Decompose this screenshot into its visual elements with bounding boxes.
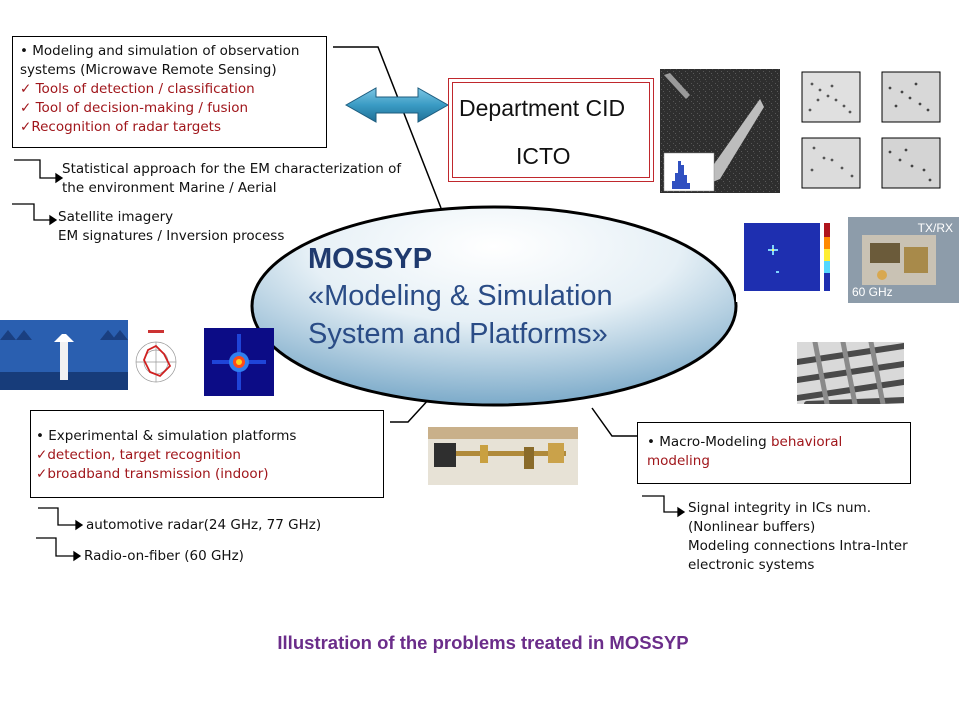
macro-behavioral: behavioral xyxy=(770,434,843,450)
department-box: Department CID ICTO xyxy=(448,78,654,182)
radio-fiber-note: Radio-on-fiber (60 GHz) xyxy=(84,548,244,564)
check-icon: ✓ xyxy=(36,447,48,463)
scatter-plot-1-graphic xyxy=(801,71,861,123)
department-subtitle: ICTO xyxy=(516,143,571,169)
sar-ship-image xyxy=(660,69,780,193)
radar-spectrum-graphic xyxy=(204,328,274,396)
test-bench-photo xyxy=(428,427,578,485)
polar-plot xyxy=(130,324,182,392)
platforms-box: • Experimental & simulation platforms ✓d… xyxy=(30,410,384,498)
mossyp-title: MOSSYP xyxy=(308,243,433,275)
automotive-note: automotive radar(24 GHz, 77 GHz) xyxy=(86,517,322,533)
statistical-line-2: the environment Marine / Aerial xyxy=(62,180,277,196)
elbow-arrow-satellite xyxy=(12,203,58,226)
scatter-plot-4 xyxy=(878,136,944,194)
scatter-plot-4-graphic xyxy=(881,137,941,189)
elbow-arrow-radio-fiber xyxy=(36,537,82,562)
bullet: • xyxy=(36,428,44,444)
scatter-plot-2-graphic xyxy=(881,71,941,123)
anechoic-chamber-photo xyxy=(0,320,128,390)
check-icon: ✓ xyxy=(20,100,32,116)
satellite-line-1: Satellite imagery xyxy=(58,209,174,225)
mossyp-ellipse-shape xyxy=(250,205,738,407)
check-icon: ✓ xyxy=(20,81,32,97)
obs-item-recognition-label: Recognition of radar targets xyxy=(31,119,221,135)
platforms-item-broadband-label: broadband transmission (indoor) xyxy=(47,466,269,482)
ghz60-label: 60 GHz xyxy=(852,285,893,299)
signal-line-3: Modeling connections Intra-Inter xyxy=(688,538,908,554)
mossyp-text: MOSSYP «Modeling & Simulation System and… xyxy=(308,241,613,353)
scatter-plot-1 xyxy=(798,70,864,128)
satellite-note: Satellite imagery EM signatures / Invers… xyxy=(58,208,284,246)
txrx-label: TX/RX xyxy=(917,221,953,235)
mossyp-line-1: «Modeling & Simulation xyxy=(308,280,613,312)
test-bench-graphic xyxy=(428,427,578,485)
range-doppler-graphic xyxy=(744,223,830,291)
txrx-hardware-photo: TX/RX 60 GHz xyxy=(848,217,959,303)
platforms-title: Experimental & simulation platforms xyxy=(48,428,297,444)
signal-line-4: electronic systems xyxy=(688,557,815,573)
polar-plot-graphic xyxy=(135,330,177,383)
obs-item-decision: ✓ Tool of decision-making / fusion xyxy=(20,99,326,118)
sar-ship-graphic xyxy=(660,69,780,193)
obs-title-2: systems (Microwave Remote Sensing) xyxy=(20,62,277,78)
connector-top-left xyxy=(333,46,442,209)
observation-systems-box: • Modeling and simulation of observation… xyxy=(12,36,327,148)
elbow-arrow-signal xyxy=(642,495,686,518)
interconnect-wires-graphic xyxy=(797,342,904,404)
caption: Illustration of the problems treated in … xyxy=(277,632,689,653)
obs-line-1: • Modeling and simulation of observation xyxy=(20,42,326,61)
double-arrow xyxy=(344,87,450,123)
department-box-inner: Department CID ICTO xyxy=(452,82,650,178)
mossyp-line-2: System and Platforms» xyxy=(308,318,608,350)
check-icon: ✓ xyxy=(20,119,32,135)
txrx-hardware-graphic xyxy=(848,217,959,303)
macro-line-1: • Macro-Modeling behavioral xyxy=(647,433,910,452)
bullet: • xyxy=(20,43,28,59)
platforms-item-detection: ✓detection, target recognition xyxy=(36,446,383,465)
scatter-plot-2 xyxy=(878,70,944,128)
obs-item-detection: ✓ Tools of detection / classification xyxy=(20,80,326,99)
interconnect-wires-photo xyxy=(797,342,904,404)
satellite-line-2: EM signatures / Inversion process xyxy=(58,228,285,244)
obs-item-detection-label: Tools of detection / classification xyxy=(31,81,255,97)
statistical-line-1: Statistical approach for the EM characte… xyxy=(62,161,402,177)
elbow-arrow-automotive xyxy=(38,507,84,531)
scatter-plot-3-graphic xyxy=(801,137,861,189)
macro-line-2: modeling xyxy=(647,453,710,469)
anechoic-chamber-graphic xyxy=(0,320,128,390)
macro-modeling-box: • Macro-Modeling behavioral modeling xyxy=(637,422,911,484)
obs-item-decision-label: Tool of decision-making / fusion xyxy=(31,100,249,116)
macro-title: Macro-Modeling xyxy=(659,434,771,450)
platforms-item-detection-label: detection, target recognition xyxy=(47,447,241,463)
platforms-line-1: • Experimental & simulation platforms xyxy=(36,427,383,446)
signal-line-1: Signal integrity in ICs num. xyxy=(688,500,871,516)
department-title: Department CID xyxy=(459,95,626,121)
statistical-note: Statistical approach for the EM characte… xyxy=(62,160,401,198)
obs-item-recognition: ✓Recognition of radar targets xyxy=(20,118,326,137)
check-icon: ✓ xyxy=(36,466,48,482)
bullet: • xyxy=(647,434,655,450)
obs-title-1: Modeling and simulation of observation xyxy=(32,43,300,59)
signal-line-2: (Nonlinear buffers) xyxy=(688,519,816,535)
signal-note: Signal integrity in ICs num. (Nonlinear … xyxy=(688,499,908,575)
elbow-arrow-statistical xyxy=(14,159,64,184)
platforms-item-broadband: ✓broadband transmission (indoor) xyxy=(36,465,383,484)
connector-right xyxy=(591,407,637,437)
radar-spectrum-image xyxy=(204,328,274,396)
connector-bottom-left xyxy=(390,397,431,423)
scatter-plot-3 xyxy=(798,136,864,194)
range-doppler-map xyxy=(736,215,841,302)
